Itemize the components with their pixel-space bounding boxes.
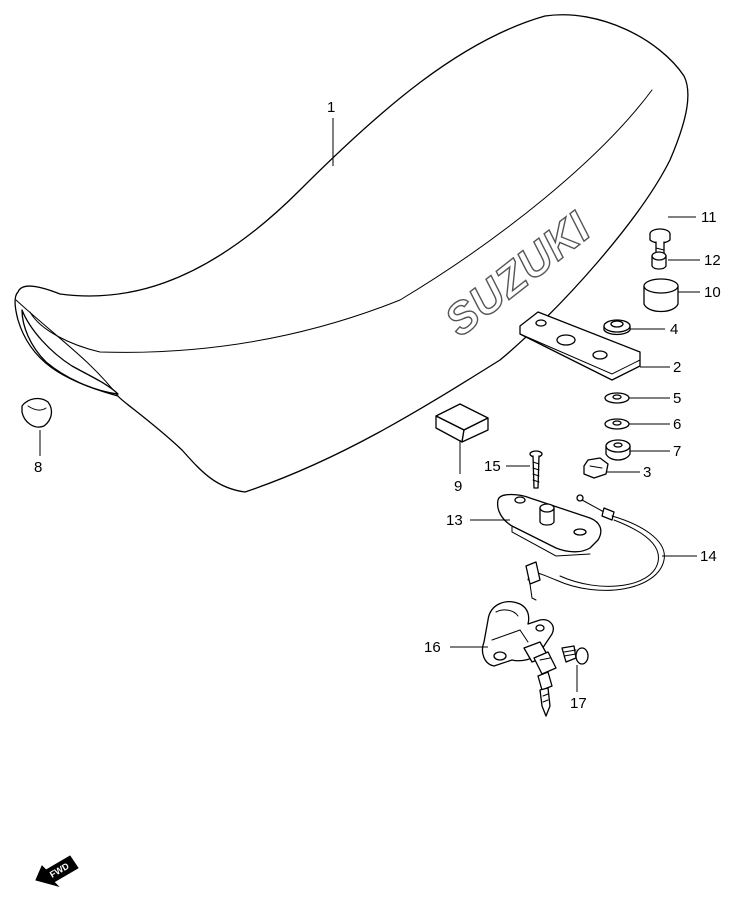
collar-part-12 [651,251,667,270]
callout-2: 2 [673,359,681,376]
keys [533,651,557,717]
callout-7: 7 [673,443,681,460]
callout-11: 11 [701,209,717,226]
callout-6: 6 [673,416,681,433]
callout-17: 17 [570,695,587,712]
callout-9: 9 [454,478,462,495]
callout-5: 5 [673,390,681,407]
cable-part-14 [525,494,665,601]
cushion-part-8 [21,397,53,428]
callout-3: 3 [643,464,651,481]
callout-15: 15 [484,458,501,475]
screw-part-15 [529,450,543,489]
callout-16: 16 [424,639,441,656]
leader-lines [39,118,700,692]
rubber-cushion-part-10 [643,278,679,313]
screw-part-17 [561,645,589,665]
seat-bracket-part-2 [519,311,641,381]
callout-1: 1 [327,99,335,116]
callout-4: 4 [670,321,678,338]
grommet-part-4 [603,319,631,336]
callout-8: 8 [34,459,42,476]
seat-part-1: SUZUKI [14,14,689,493]
callout-12: 12 [704,252,721,269]
forward-direction-arrow: FWD [35,855,79,887]
nut-part-7 [605,439,631,461]
block-part-9 [435,403,489,443]
washer-part-6 [604,418,630,430]
seat-lock-base-part-13 [496,493,602,557]
washer-part-5 [604,392,630,404]
callout-13: 13 [446,512,463,529]
callout-10: 10 [704,284,721,301]
callout-labels: 1 2 3 4 5 6 7 8 9 10 11 12 13 14 15 16 1… [34,99,721,712]
nut-part-3 [583,457,609,479]
callout-14: 14 [700,548,717,565]
